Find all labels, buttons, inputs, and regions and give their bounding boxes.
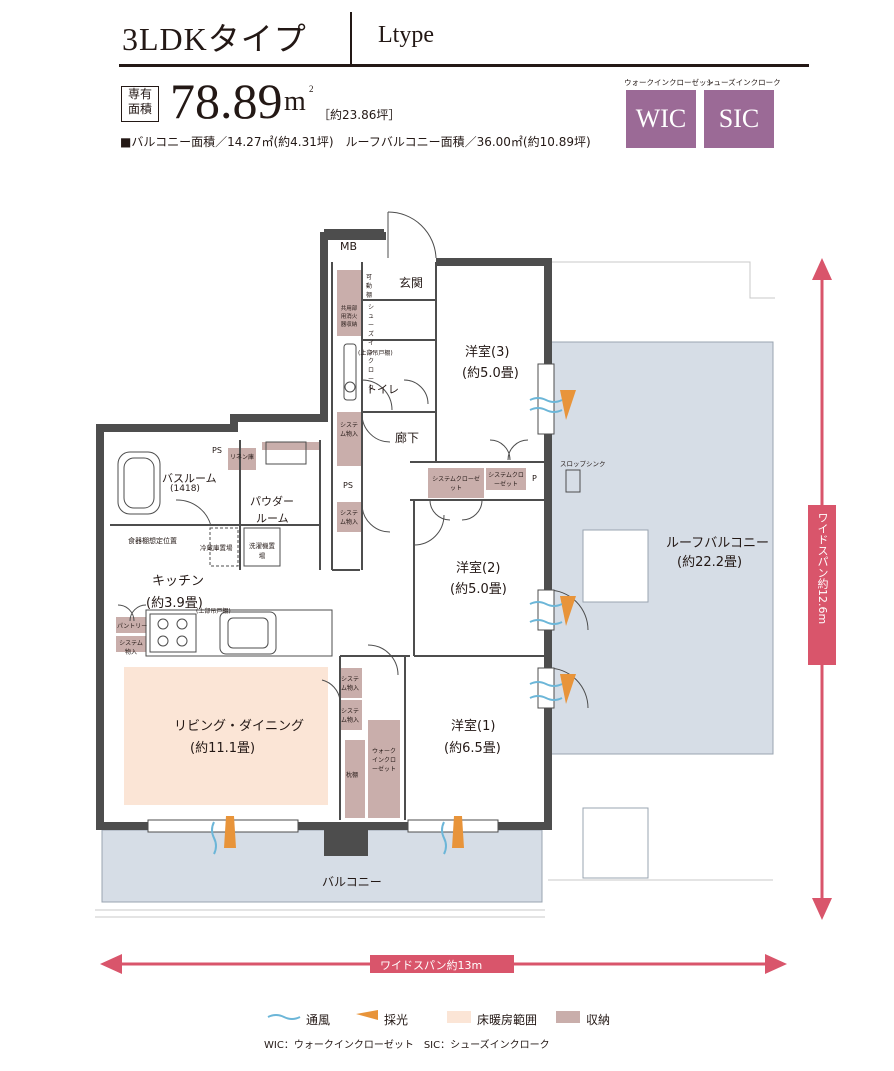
legend-storage: 収納	[586, 1013, 611, 1027]
fixtures	[117, 343, 581, 657]
sic-badge: SIC	[704, 90, 774, 148]
upper-cabinet-kitchen-label: (上部吊戸棚)	[196, 608, 231, 615]
bathroom-label: バスルーム	[162, 472, 217, 485]
p-label: P	[532, 474, 537, 483]
powder-label-2: ルーム	[256, 512, 289, 525]
rouka-label: 廊下	[395, 431, 420, 445]
extinguisher-storage-label: 共用部用消火器収納	[340, 306, 358, 328]
living-size: (約11.1畳)	[190, 741, 256, 756]
yoshitsu1-label: 洋室(1)	[451, 719, 496, 734]
system-storage-label-5: システム物入	[340, 708, 359, 724]
bathroom-size: (1418)	[170, 484, 200, 494]
plan-subtype: Ltype	[378, 22, 434, 48]
roof-balcony-label: ルーフバルコニー	[666, 536, 769, 551]
system-closet-label-b: システムクローゼット	[488, 472, 524, 488]
footnote: WIC：ウォークインクローゼット SIC：シューズインクローク	[264, 1040, 550, 1051]
yoshitsu2-label: 洋室(2)	[456, 561, 501, 576]
shoes-in-label: シューズインクローク	[367, 304, 374, 392]
floor-heating-area	[124, 667, 328, 805]
washer-label: 洗濯機置場	[249, 542, 275, 560]
pantry-label: パントリー	[117, 623, 148, 630]
doors	[117, 211, 589, 709]
balcony-area	[95, 829, 545, 918]
wind-icons	[211, 397, 563, 855]
wic-badge: WIC	[626, 90, 696, 148]
plan-type-title: 3LDKタイプ	[122, 21, 307, 57]
yoshitsu3-label: 洋室(3)	[465, 345, 510, 360]
area-value: 78.89	[170, 73, 283, 129]
area-label-box: 専有 面積	[121, 86, 159, 122]
shelf-label: 枕棚	[346, 772, 359, 779]
dimension-arrow-horizontal	[100, 954, 787, 974]
kitchen-label: キッチン	[152, 574, 205, 589]
partitions	[110, 262, 548, 820]
ps-label-1: PS	[212, 446, 222, 455]
wic-caption: ウォークインクローゼット	[624, 78, 714, 87]
light-icons	[224, 390, 576, 848]
dim-vertical-label: ワイドスパン約12.6m	[816, 512, 829, 625]
yoshitsu1-size: (約6.5畳)	[444, 741, 501, 756]
legend-swatches	[267, 1010, 580, 1023]
dimension-arrow-vertical	[808, 258, 836, 920]
header-rule	[119, 64, 809, 67]
living-label: リビング・ダイニング	[174, 719, 305, 734]
dish-shelf-label: 食器棚想定位置	[128, 537, 177, 545]
area-unit-superscript: 2	[309, 84, 314, 94]
area-label-line2: 面積	[127, 102, 152, 116]
area-tsubo: ［約23.86坪］	[318, 108, 401, 122]
title-separator	[350, 12, 352, 66]
powder-label: パウダー	[250, 495, 294, 508]
system-storage-label-4: システム物入	[340, 676, 359, 692]
yoshitsu2-size: (約5.0畳)	[450, 582, 507, 597]
system-storage-label: システム物入	[119, 640, 143, 656]
roof-balcony-area	[547, 261, 775, 881]
legend-wind: 通風	[306, 1013, 331, 1027]
movable-shelf-label: 可動棚	[365, 274, 372, 299]
mb-label: MB	[340, 240, 358, 253]
yoshitsu3-size: (約5.0畳)	[462, 366, 519, 381]
walls	[96, 229, 552, 856]
legend-floor-heating: 床暖房範囲	[477, 1013, 538, 1027]
genkan-label: 玄関	[399, 276, 424, 290]
fridge-label: 冷蔵庫置場	[200, 544, 233, 552]
balcony-label: バルコニー	[322, 875, 382, 889]
upper-cabinet-toilet-label: (上部吊戸棚)	[358, 350, 393, 357]
linen-label: リネン庫	[230, 454, 255, 461]
balcony-area-line: ■バルコニー面積／14.27㎡(約4.31坪) ルーフバルコニー面積／36.00…	[120, 135, 591, 149]
kitchen-size: (約3.9畳)	[146, 596, 203, 611]
system-closet-label-a: システムクローゼット	[432, 476, 480, 492]
toilet-label: トイレ	[366, 383, 399, 396]
area-unit: m	[284, 86, 306, 117]
system-storage-label-2: システム物入	[339, 510, 358, 526]
walk-in-closet-label: ウォークインクローゼット	[372, 748, 397, 773]
dim-horizontal-label: ワイドスパン約13m	[380, 959, 483, 972]
storage-blocks	[116, 270, 526, 818]
area-label-line1: 専有	[127, 87, 152, 101]
system-storage-label-3: システム物入	[339, 422, 358, 438]
sic-caption: シューズインクローク	[706, 78, 781, 87]
ps-label-2: PS	[343, 481, 353, 490]
slop-sink-label: スロップシンク	[560, 460, 606, 468]
roof-balcony-size: (約22.2畳)	[677, 555, 743, 570]
legend-light: 採光	[384, 1013, 409, 1027]
